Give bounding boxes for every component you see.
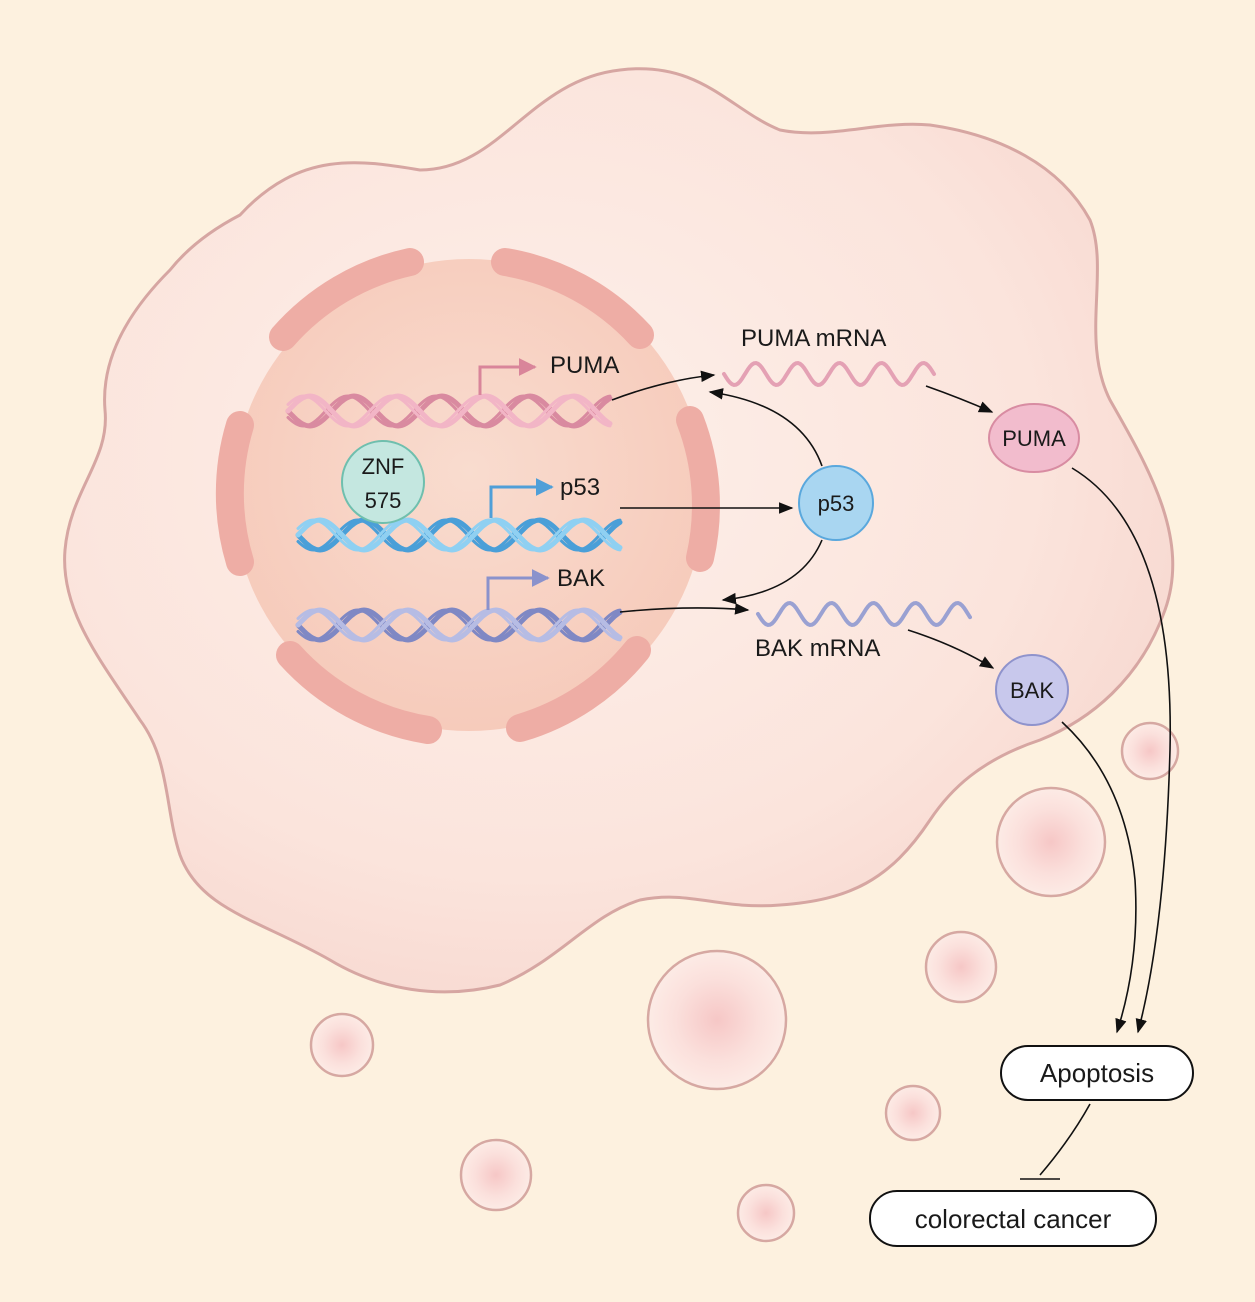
- arrow-bak-to-apoptosis: [1061, 721, 1137, 1034]
- arrow-bak-dna-to-mrna: [619, 603, 750, 615]
- apoptosis-box: Apoptosis: [1000, 1045, 1194, 1101]
- arrow-puma-to-apoptosis: [1071, 467, 1172, 1034]
- puma-protein-label: PUMA: [1002, 426, 1066, 451]
- dna-strand: [296, 608, 622, 642]
- vesicle: [995, 786, 1107, 898]
- znf575-label-line1: ZNF: [362, 454, 405, 479]
- arrow-bak-mrna-to-protein: [907, 629, 995, 669]
- bak-gene-dna: [295, 607, 623, 643]
- bak-protein-label: BAK: [1010, 678, 1054, 703]
- bak-mrna-wave: [756, 600, 972, 628]
- bak-gene-label: BAK: [557, 565, 605, 592]
- arrow-puma-dna-to-mrna: [611, 370, 716, 401]
- p53-gene-label: p53: [560, 474, 600, 501]
- inhibition-apoptosis-to-cancer: [1039, 1103, 1091, 1176]
- znf575-label-line2: 575: [365, 488, 402, 513]
- vesicle: [646, 949, 788, 1091]
- dna-strand: [295, 607, 623, 643]
- bak-tss-arrow: [486, 569, 550, 610]
- dna-strand: [296, 608, 622, 642]
- vesicle: [884, 1084, 942, 1142]
- dna-strand: [285, 393, 613, 429]
- colorectal-cancer-box: colorectal cancer: [869, 1190, 1157, 1247]
- arrow-p53-activates-bak: [721, 539, 823, 605]
- dna-strand: [286, 394, 612, 428]
- apoptosis-label: Apoptosis: [1040, 1058, 1154, 1088]
- arrow-p53-activates-puma: [708, 388, 823, 467]
- vesicle: [1120, 721, 1180, 781]
- puma-protein-node: PUMA: [988, 403, 1080, 473]
- bak-protein-node: BAK: [995, 654, 1069, 726]
- vesicle: [459, 1138, 533, 1212]
- vesicle: [309, 1012, 375, 1078]
- znf575-node: ZNF 575: [341, 440, 425, 524]
- dna-strand: [296, 518, 622, 552]
- p53-protein-node: p53: [798, 465, 874, 541]
- colorectal-cancer-label: colorectal cancer: [915, 1204, 1112, 1234]
- puma-tss-arrow: [478, 358, 537, 395]
- p53-protein-label: p53: [818, 491, 855, 516]
- nuclear-envelope: [215, 248, 720, 744]
- puma-mrna-label: PUMA mRNA: [741, 325, 886, 352]
- p53-gene-dna: [295, 517, 623, 553]
- dna-strand: [286, 394, 612, 428]
- puma-mrna-wave: [722, 360, 936, 388]
- arrow-puma-mrna-to-protein: [925, 385, 994, 413]
- dna-strand: [285, 393, 613, 429]
- dna-strand: [295, 607, 623, 643]
- puma-gene-label: PUMA: [550, 352, 619, 379]
- vesicle: [736, 1183, 796, 1243]
- vesicles: [309, 721, 1180, 1243]
- dna-strand: [295, 517, 623, 553]
- puma-gene-dna: [285, 393, 613, 429]
- p53-tss-arrow: [489, 478, 554, 518]
- bak-mrna-label: BAK mRNA: [755, 635, 880, 662]
- dna-strand: [295, 517, 623, 553]
- dna-strand: [296, 518, 622, 552]
- vesicle: [924, 930, 998, 1004]
